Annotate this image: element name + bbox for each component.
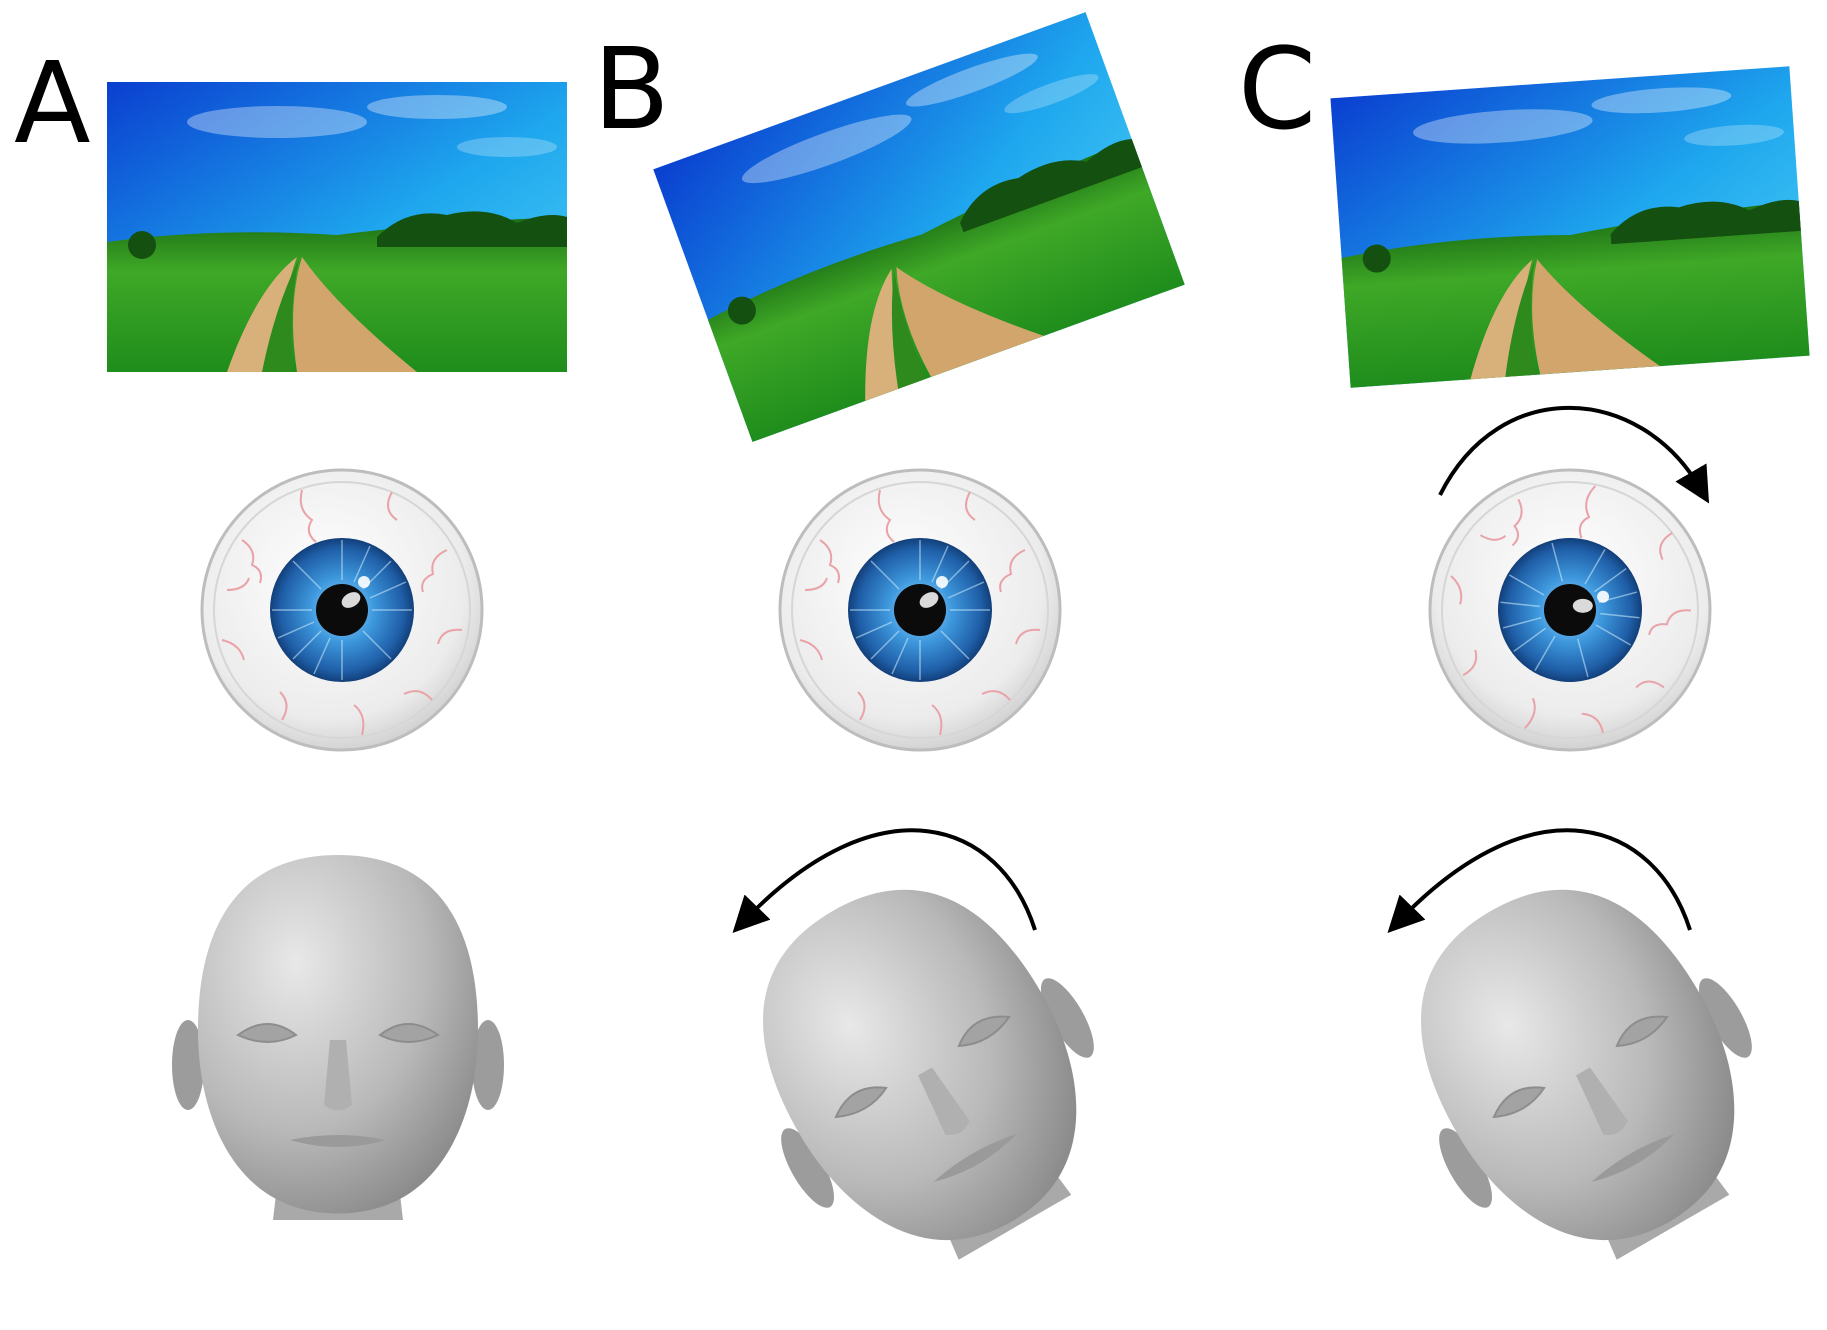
head-model-icon — [687, 827, 1160, 1312]
panel-label-c: C — [1238, 25, 1316, 155]
counterclockwise-arrow-icon — [1387, 828, 1692, 933]
eyeball-icon — [200, 468, 484, 752]
head-model-icon — [171, 854, 505, 1221]
panel-c: C — [1238, 25, 1818, 1312]
landscape-photo-icon — [653, 12, 1185, 442]
landscape-photo-icon — [107, 82, 567, 372]
landscape-photo-icon — [1330, 66, 1810, 388]
eyeball-icon — [1377, 417, 1763, 803]
panel-label-b: B — [593, 25, 670, 155]
eyeball-icon — [778, 468, 1062, 752]
counterclockwise-arrow-icon — [732, 828, 1037, 933]
panel-a: A — [14, 39, 567, 1221]
clockwise-arrow-icon — [1438, 405, 1710, 504]
panel-label-a: A — [14, 39, 91, 169]
panel-b: B — [593, 12, 1185, 1312]
